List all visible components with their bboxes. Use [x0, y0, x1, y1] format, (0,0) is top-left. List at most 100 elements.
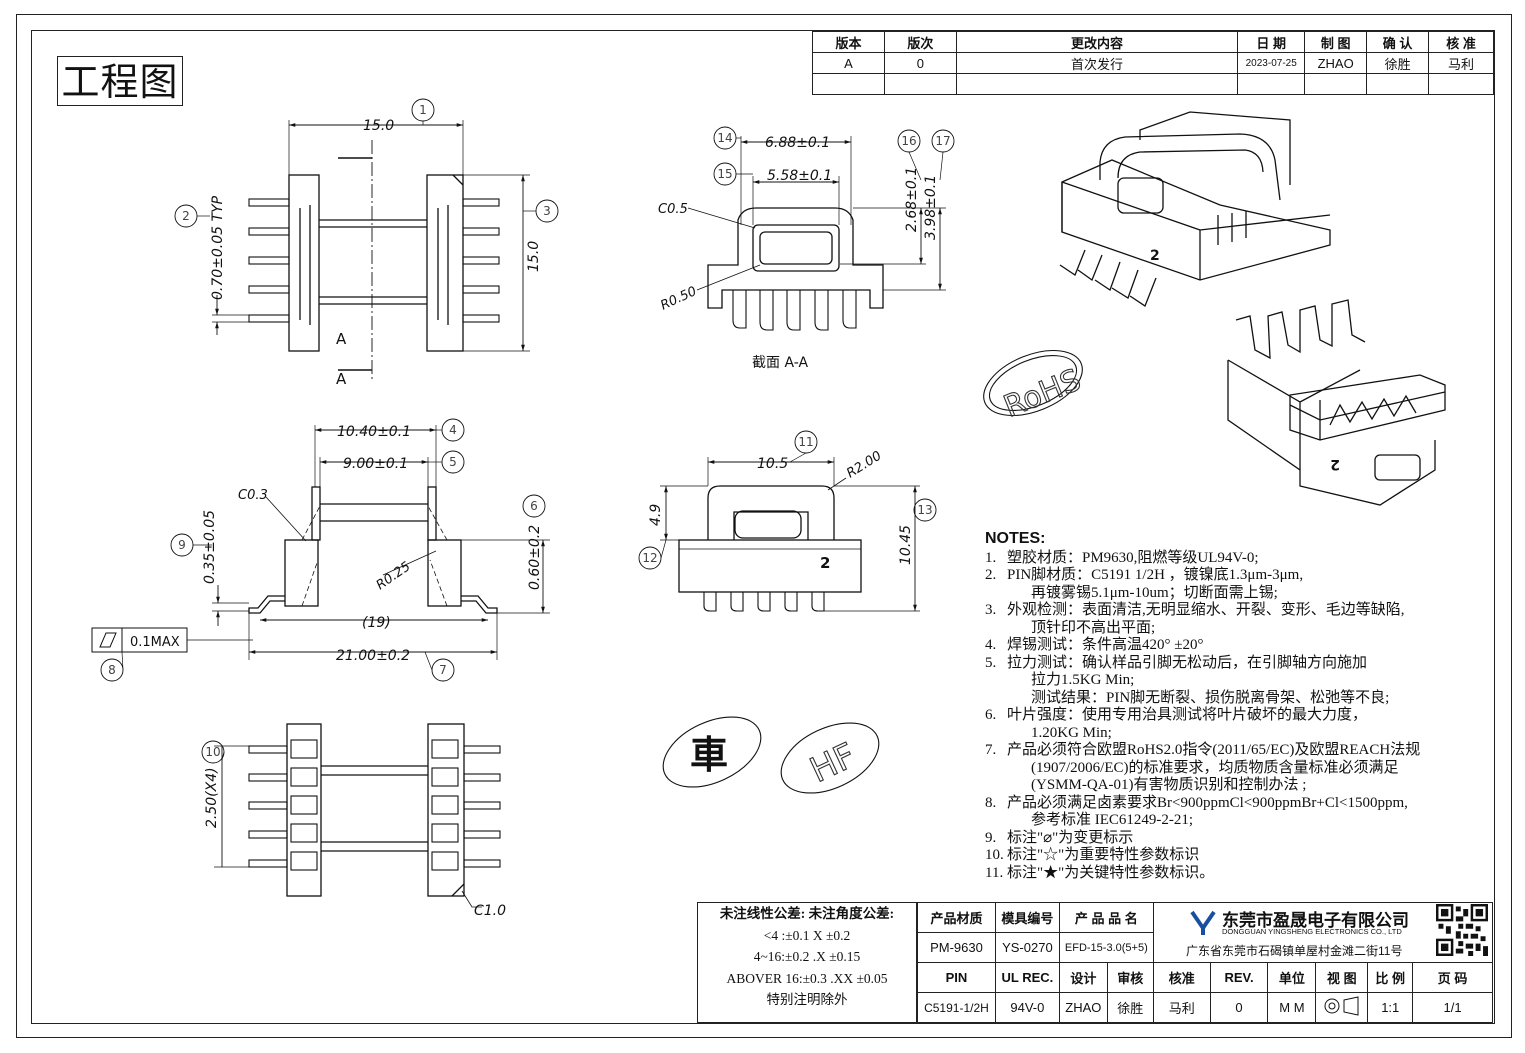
scale-value: 1:1: [1367, 992, 1414, 1023]
rev-empty-cell: [955, 73, 1239, 95]
note-item: 8. 产品必须满足卤素要求Br<900ppmCl<900ppmBr+Cl<1500…: [985, 795, 1490, 830]
notes-heading: NOTES:: [985, 530, 1046, 547]
qr-code-icon: [1436, 904, 1488, 956]
dim-15-side: 15.0: [526, 241, 542, 272]
balloon-17: 17: [935, 134, 950, 148]
ul-label: UL REC.: [994, 962, 1060, 993]
dim-c03: C0.3: [238, 488, 268, 503]
car-stamp: 車: [690, 733, 728, 777]
title-block-row-4: C5191-1/2H 94V-0 ZHAO 徐胜 马利 0 M M 1:1 1/…: [917, 992, 1493, 1023]
note-line: 测试结果：PIN脚无断裂、损伤脱离骨架、松弛等不良;: [1031, 689, 1390, 706]
company-name: 东莞市盈晟电子有限公司: [1222, 911, 1409, 930]
design-label: 设计: [1058, 962, 1108, 993]
revision-empty-row: [812, 73, 1494, 95]
dim-2-68: 2.68±0.1: [904, 167, 920, 232]
tolerance-line-2: <4 :±0.1 X ±0.2: [763, 927, 851, 943]
note-line: 塑胶材质：PM9630,阻燃等级UL94V-0;: [1007, 549, 1259, 566]
isometric-view-bottom: [1227, 299, 1446, 506]
section-label: 截面 A-A: [752, 355, 808, 371]
rev-header-approve: 核 准: [1428, 31, 1494, 53]
note-line: 产品必须满足卤素要求Br<900ppmCl<900ppmBr+Cl<1500pp…: [1007, 794, 1408, 811]
name-value: EFD-15-3.0(5+5): [1058, 932, 1154, 963]
section-mark-a-bottom: A: [336, 370, 347, 388]
dim-0-60: 0.60±0.2: [527, 525, 543, 590]
dim-pitch: 2.50(X4): [204, 767, 220, 828]
balloon-4: 4: [449, 423, 457, 437]
note-line: PIN脚材质：C5191 1/2H ，镀镍底1.3μm-3μm,: [1007, 567, 1304, 583]
tolerance-line-4: ABOVER 16:±0.3 .XX ±0.05: [726, 970, 888, 986]
section-a-a-view: [687, 136, 946, 331]
unit-value: M M: [1267, 992, 1317, 1023]
rohs-stamp: RoHS: [999, 363, 1086, 425]
rev-value: 0: [1209, 992, 1269, 1023]
note-number: 4.: [985, 637, 997, 653]
unit-label: 单位: [1267, 962, 1317, 993]
tolerance-line-1: 未注线性公差: 未注角度公差:: [719, 906, 895, 921]
section-mark-a-top: A: [336, 330, 347, 348]
dim-c05: C0.5: [658, 202, 688, 217]
material-label: 产品材质: [917, 902, 996, 933]
balloon-2: 2: [182, 209, 190, 223]
company-block: 东莞市盈晟电子有限公司 DONGGUAN YINGSHENG ELECTRONI…: [1182, 902, 1493, 960]
rev-empty-cell: [1304, 73, 1368, 95]
rev-drawn: ZHAO: [1304, 52, 1368, 74]
page-value: 1/1: [1412, 992, 1493, 1023]
note-line: (1907/2006/EC)的标准要求，均质物质含量标准必须满足: [1031, 759, 1399, 776]
note-line: 1.20KG Min;: [1031, 724, 1112, 741]
title-block-row-2: PM-9630 YS-0270 EFD-15-3.0(5+5): [917, 932, 1493, 963]
rev-approve: 马利: [1428, 52, 1494, 74]
dim-6-88: 6.88±0.1: [765, 135, 830, 151]
dim-10-45: 10.45: [898, 525, 914, 565]
note-item: 1.塑胶材质：PM9630,阻燃等级UL94V-0;: [985, 550, 1490, 568]
hf-stamp: HF: [804, 736, 862, 791]
note-number: 10.: [985, 847, 1004, 863]
note-item: 4.焊锡测试：条件高温420° ±20°: [985, 637, 1490, 655]
mold-label: 模具编号: [994, 902, 1060, 933]
notes-block: NOTES: 1.塑胶材质：PM9630,阻燃等级UL94V-0;2. PIN脚材…: [985, 530, 1490, 882]
design-value: ZHAO: [1058, 992, 1108, 1023]
tolerance-box: 未注线性公差: 未注角度公差: <4 :±0.1 X ±0.2 4~16:±0.…: [697, 902, 917, 1023]
note-item: 6.叶片强度：使用专用治具测试将叶片破坏的最大力度，1.20KG Min;: [985, 707, 1490, 742]
balloon-15: 15: [717, 167, 732, 181]
company-logo-icon: [1190, 910, 1216, 935]
page-label: 页 码: [1412, 962, 1493, 993]
dim-3-98: 3.98±0.1: [923, 175, 939, 240]
dim-10-40: 10.40±0.1: [337, 424, 411, 440]
tolerance-line-3: 4~16:±0.2 .X ±0.15: [753, 949, 861, 964]
balloon-7: 7: [439, 663, 447, 677]
note-line: 拉力测试：确认样品引脚无松动后，在引脚轴方向施加: [1007, 654, 1368, 671]
side-view: [91, 425, 550, 660]
notes-list: 1.塑胶材质：PM9630,阻燃等级UL94V-0;2. PIN脚材质：C5191…: [985, 550, 1490, 883]
note-number: 8.: [985, 794, 997, 811]
balloon-6: 6: [530, 499, 538, 513]
dim-9-00: 9.00±0.1: [343, 456, 408, 472]
note-number: 2.: [985, 567, 997, 583]
note-item: 3.外观检测：表面清洁,无明显缩水、开裂、变形、毛边等缺陷,顶针印不高出平面;: [985, 602, 1490, 637]
note-item: 10.标注"☆"为重要特性参数标识: [985, 847, 1490, 865]
approve-label: 核准: [1152, 962, 1211, 993]
note-line: 叶片强度：使用专用治具测试将叶片破坏的最大力度，: [1007, 707, 1368, 723]
title-block-row-3: PIN UL REC. 设计 审核 核准 REV. 单位 视 图 比 例 页 码: [917, 962, 1493, 993]
front-pin-mark: 2: [820, 554, 830, 572]
dim-15-top: 15.0: [363, 118, 394, 134]
note-number: 3.: [985, 602, 997, 618]
company-name-en: DONGGUAN YINGSHENG ELECTRONICS CO., LTD: [1222, 927, 1402, 936]
dim-10-5: 10.5: [757, 456, 788, 472]
balloon-5: 5: [449, 455, 457, 469]
dimension-labels: 15.0 0.70±0.05 TYP 15.0 A A 10.40±0.1 9.…: [130, 118, 1340, 919]
note-line: 产品必须符合欧盟RoHS2.0指令(2011/65/EC)及欧盟REACH法规: [1007, 742, 1421, 758]
drawing-title: 工程图: [57, 56, 183, 106]
dim-5-58: 5.58±0.1: [767, 168, 832, 184]
name-label: 产 品 品 名: [1058, 902, 1154, 933]
balloons: [100, 98, 955, 764]
pin-label: PIN: [917, 962, 996, 993]
dim-flatness: 0.1MAX: [130, 635, 180, 650]
isometric-view-top: [1059, 111, 1331, 307]
balloon-8: 8: [108, 663, 116, 677]
tolerance-line-5: 特别注明除外: [766, 992, 848, 1007]
balloon-10: 10: [205, 745, 220, 759]
scale-label: 比 例: [1367, 962, 1414, 993]
dim-r050: R0.50: [658, 284, 699, 314]
